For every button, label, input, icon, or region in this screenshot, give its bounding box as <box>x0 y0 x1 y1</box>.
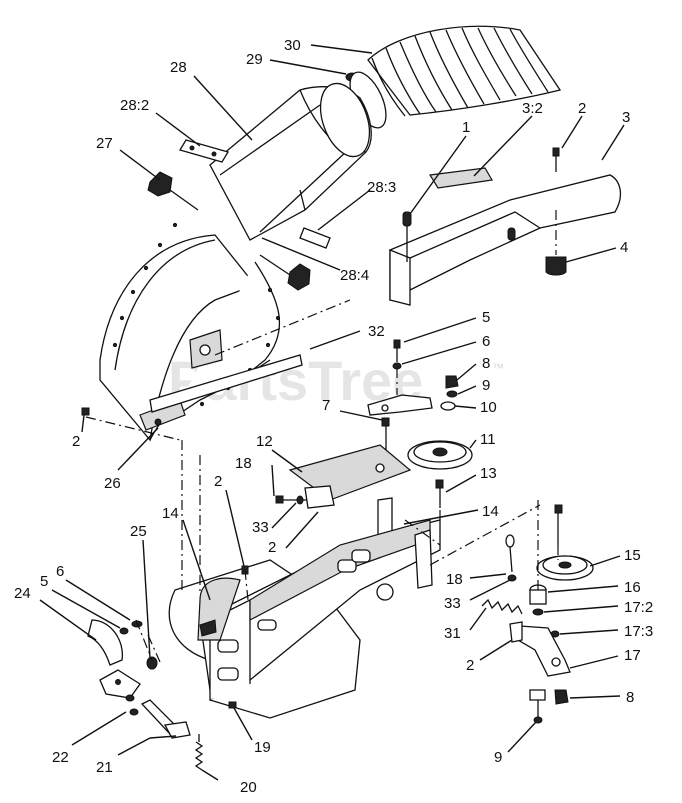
callout-13: 13 <box>480 465 497 482</box>
callout-28-4: 28:4 <box>340 267 369 284</box>
callout-9-lower: 9 <box>494 749 502 766</box>
part-17-idler-arm <box>517 625 571 677</box>
callout-1: 1 <box>462 119 470 136</box>
callout-29: 29 <box>246 51 263 68</box>
callout-6-upper: 6 <box>482 333 490 350</box>
callout-2-lowerright: 2 <box>466 657 474 674</box>
callout-2-top: 2 <box>578 100 586 117</box>
watermark-trademark: ™ <box>492 361 504 375</box>
callout-28: 28 <box>170 59 187 76</box>
callout-14-left: 14 <box>162 505 179 522</box>
part-11-idler-pulley <box>407 440 473 470</box>
callout-19: 19 <box>254 739 271 756</box>
part-9-bolt-lower <box>529 689 546 724</box>
part-30-flex-hose <box>367 25 562 117</box>
part-3-mount-bracket <box>389 167 622 306</box>
part-25-washer <box>146 656 158 670</box>
callout-6-lower: 6 <box>56 563 64 580</box>
part-18-33-upper <box>275 485 335 509</box>
callout-3-2: 3:2 <box>522 100 543 117</box>
callout-10: 10 <box>480 399 497 416</box>
callout-5-lower: 5 <box>40 573 48 590</box>
part-20-spring-lower <box>194 734 204 771</box>
callout-5-upper: 5 <box>482 309 490 326</box>
part-10-spacer <box>440 401 456 411</box>
part-33-nut-right <box>507 574 517 582</box>
callout-27: 27 <box>96 135 113 152</box>
part-31-spring <box>481 598 523 615</box>
part-29-hose-clamp <box>345 71 387 129</box>
callout-18-upper: 18 <box>235 455 252 472</box>
callout-8-lower: 8 <box>626 689 634 706</box>
callout-22: 22 <box>52 749 69 766</box>
callout-2-left: 2 <box>72 433 80 450</box>
part-lever-bracket <box>99 669 141 702</box>
part-8-nut-lower <box>554 689 569 705</box>
part-28-2-clip <box>179 139 229 163</box>
part-knob-lower <box>259 254 311 291</box>
callout-25: 25 <box>130 523 147 540</box>
part-2-bolt-top <box>552 147 560 172</box>
callout-2-mid: 2 <box>214 473 222 490</box>
part-5-bolt-upper <box>393 339 401 362</box>
callout-26: 26 <box>104 475 121 492</box>
callout-31: 31 <box>444 625 461 642</box>
part-5-bolt-right <box>554 504 563 545</box>
part-idler-arm <box>367 394 433 416</box>
part-1b-pin <box>507 227 516 241</box>
part-27-knob <box>147 171 199 211</box>
callout-12: 12 <box>256 433 273 450</box>
callout-24: 24 <box>14 585 31 602</box>
part-2-bolt-left <box>81 407 90 416</box>
callout-28-3: 28:3 <box>367 179 396 196</box>
callout-4: 4 <box>620 239 628 256</box>
callout-17: 17 <box>624 647 641 664</box>
callout-17-3: 17:3 <box>624 623 653 640</box>
callout-21: 21 <box>96 759 113 776</box>
callout-14-right: 14 <box>482 503 499 520</box>
part-18-eyebolt <box>505 534 515 573</box>
callout-labels: 30 29 28 28:2 27 28:3 28:4 1 3:2 2 3 4 3… <box>14 37 653 796</box>
part-32-rail <box>149 354 303 413</box>
callout-15: 15 <box>624 547 641 564</box>
callout-18-lower: 18 <box>446 571 463 588</box>
part-15-pulley <box>536 555 594 581</box>
part-2-bolt-right <box>509 621 523 643</box>
callout-2-midupper: 2 <box>268 539 276 556</box>
part-9-washer <box>446 390 458 398</box>
callout-20: 20 <box>240 779 257 796</box>
part-housing <box>168 519 441 719</box>
part-28-upper-chute <box>209 82 372 241</box>
part-1-pin <box>402 211 412 262</box>
part-lower-chute <box>99 222 281 442</box>
callout-7: 7 <box>322 397 330 414</box>
callout-11: 11 <box>480 431 496 448</box>
callout-3: 3 <box>622 109 630 126</box>
part-8-nut-upper <box>445 375 459 389</box>
callout-28-2: 28:2 <box>120 97 149 114</box>
callout-17-2: 17:2 <box>624 599 653 616</box>
part-13-bolt <box>435 479 444 508</box>
callout-16: 16 <box>624 579 641 596</box>
leader-lines <box>39 44 625 781</box>
callout-33-lower: 33 <box>444 595 461 612</box>
callout-9-upper: 9 <box>482 377 490 394</box>
callout-30: 30 <box>284 37 301 54</box>
callout-32: 32 <box>368 323 385 340</box>
callout-33-upper: 33 <box>252 519 269 536</box>
part-21-22-latch <box>129 699 191 739</box>
part-24-deflector <box>87 619 123 666</box>
part-17-2-spacer <box>532 608 544 616</box>
part-14-clip <box>199 619 217 637</box>
part-28-3-bracket <box>299 227 331 249</box>
part-4-bumper <box>545 210 567 276</box>
part-19-screw <box>228 701 237 709</box>
callout-8-upper: 8 <box>482 355 490 372</box>
